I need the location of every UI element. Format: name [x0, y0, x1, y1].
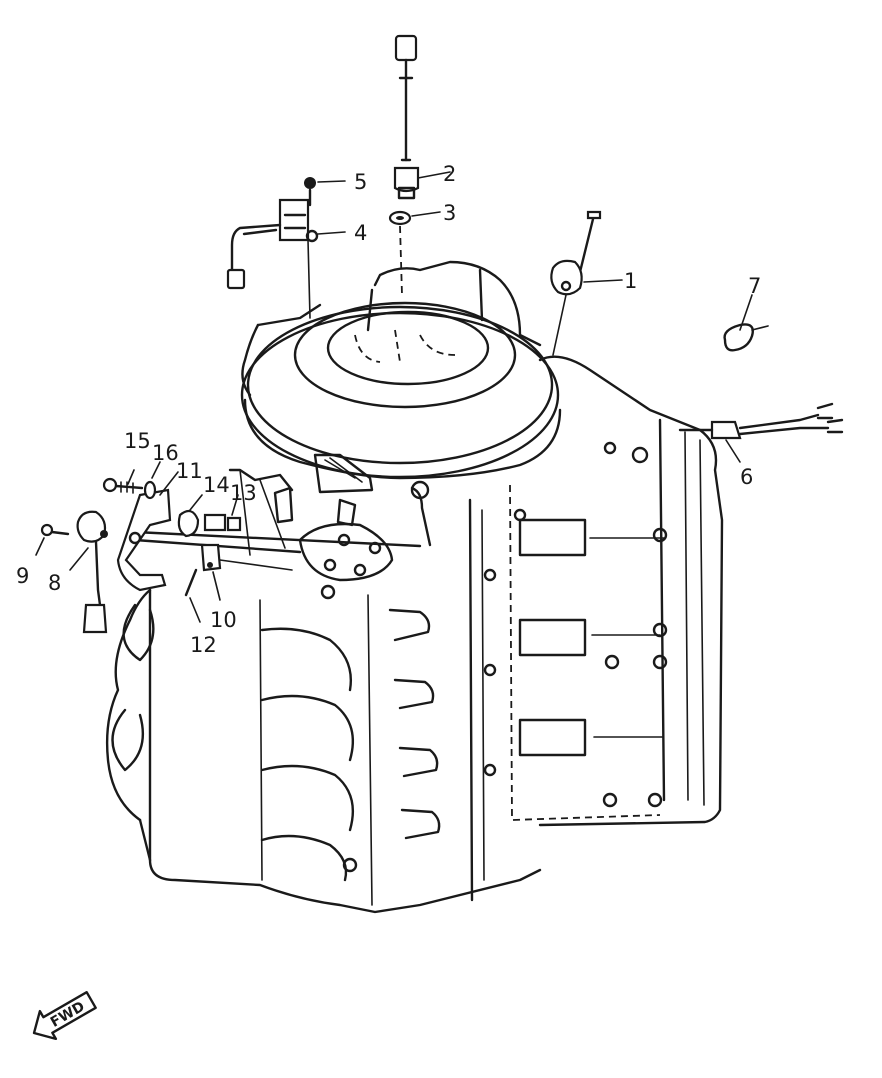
- callout-label-12: 12: [190, 633, 217, 657]
- callout-label-1: 1: [624, 269, 637, 293]
- fwd-direction-arrow: FWD: [32, 991, 97, 1041]
- callout-label-7: 7: [748, 274, 761, 298]
- engine-block: [105, 260, 724, 914]
- part-4-sensor: [226, 198, 346, 319]
- fwd-arrow-icon: [32, 991, 97, 1041]
- callout-label-10: 10: [210, 608, 237, 632]
- part-14-grommet: [177, 494, 203, 538]
- callout-label-4: 4: [354, 221, 367, 245]
- part-13-bushing: [203, 494, 242, 532]
- callout-label-13: 13: [230, 481, 257, 505]
- part-15-bolt: [102, 469, 144, 494]
- part-11-bracket: [116, 471, 179, 592]
- callout-label-5: 5: [354, 170, 367, 194]
- part-10-clamp: [200, 543, 222, 601]
- part-16-washer: [143, 461, 161, 500]
- callout-label-2: 2: [443, 162, 456, 186]
- part-6-connector: [678, 402, 844, 463]
- callout-label-8: 8: [48, 571, 61, 595]
- callout-labels: 1 2 3 4 5 6 7 8 9 10 11 12 13 14 15 16: [16, 162, 761, 657]
- linkage-assembly: [133, 453, 432, 582]
- part-12-pin: [184, 568, 201, 623]
- part-1-cap: [550, 210, 623, 356]
- callout-label-16: 16: [152, 441, 179, 465]
- part-3-washer: [388, 210, 441, 296]
- part-2-sender: [393, 34, 451, 200]
- part-9-screw: [35, 523, 70, 556]
- part-8-sensor: [69, 510, 108, 634]
- part-5-bolt: [304, 177, 346, 207]
- callout-label-11: 11: [176, 459, 203, 483]
- callout-label-3: 3: [443, 201, 456, 225]
- part-7-clip: [723, 294, 769, 352]
- callout-label-14: 14: [203, 473, 230, 497]
- callout-label-9: 9: [16, 564, 29, 588]
- callout-label-15: 15: [124, 429, 151, 453]
- callout-label-6: 6: [740, 465, 753, 489]
- flywheel: [240, 301, 562, 480]
